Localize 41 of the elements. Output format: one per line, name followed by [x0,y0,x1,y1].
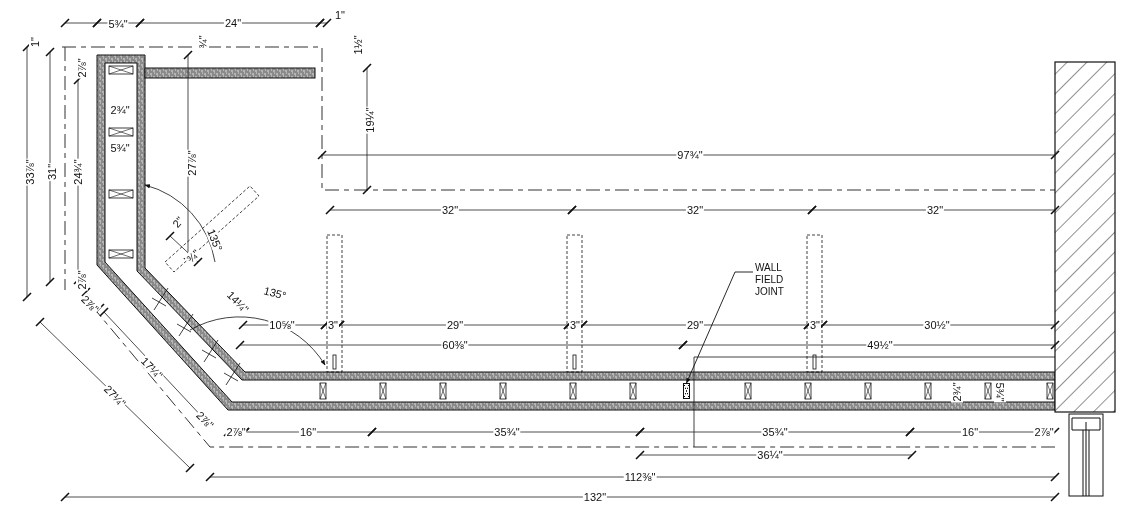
dimension-label: 32" [440,204,460,216]
dimension-label: 5¾" [109,142,131,154]
dimension-label: 5¾" [107,18,129,30]
dimension-label: 2⅞" [1033,426,1055,438]
dimension-label: 3" [809,319,821,331]
dimension-label: 5¾" [994,381,1006,403]
dimension-label: 2¾" [951,381,963,403]
dimension-label: 35¾" [761,426,789,438]
dimension-label: 30½" [923,319,951,331]
stud-symbol [683,383,690,399]
dimension-label: 36¼" [756,449,784,461]
dimension-label: 112⅜" [623,471,657,483]
dimension-label: 32" [925,204,945,216]
dimension-label: 3" [327,319,339,331]
dimension-label: 60⅜" [441,339,469,351]
dimension-label: 24" [223,17,243,29]
dimension-label: 29" [445,319,465,331]
dimension-label: 1" [29,36,41,48]
dimension-label: 3" [569,319,581,331]
dimension-label: 32" [685,204,705,216]
dimension-label: 2⅞" [76,269,88,291]
callout-text: WALL FIELD JOINT [755,262,795,298]
dimension-label: 33⅞" [24,158,36,186]
dimension-label: 19¼" [364,106,376,134]
dimension-label: 132" [582,491,608,503]
dimension-label: 27⅞" [186,149,198,177]
dimension-label: 1½" [352,34,364,56]
dimension-label: 2⅞" [76,57,88,79]
dimension-label: 24¾" [72,158,84,186]
dimension-label: 16" [298,426,318,438]
dimension-label: 2¾" [109,104,131,116]
dimension-label: 97¾" [676,149,704,161]
dimension-label: 49½" [866,339,894,351]
dimension-label: ¾" [197,34,209,50]
dimension-label: 16" [960,426,980,438]
dimension-label: 29" [685,319,705,331]
dimension-label: 2⅞" [225,426,247,438]
dimension-label: 1" [334,9,346,21]
dimension-label: 10⅝" [268,319,296,331]
dimension-label: 31" [46,162,58,182]
dimension-label: 35¾" [493,426,521,438]
